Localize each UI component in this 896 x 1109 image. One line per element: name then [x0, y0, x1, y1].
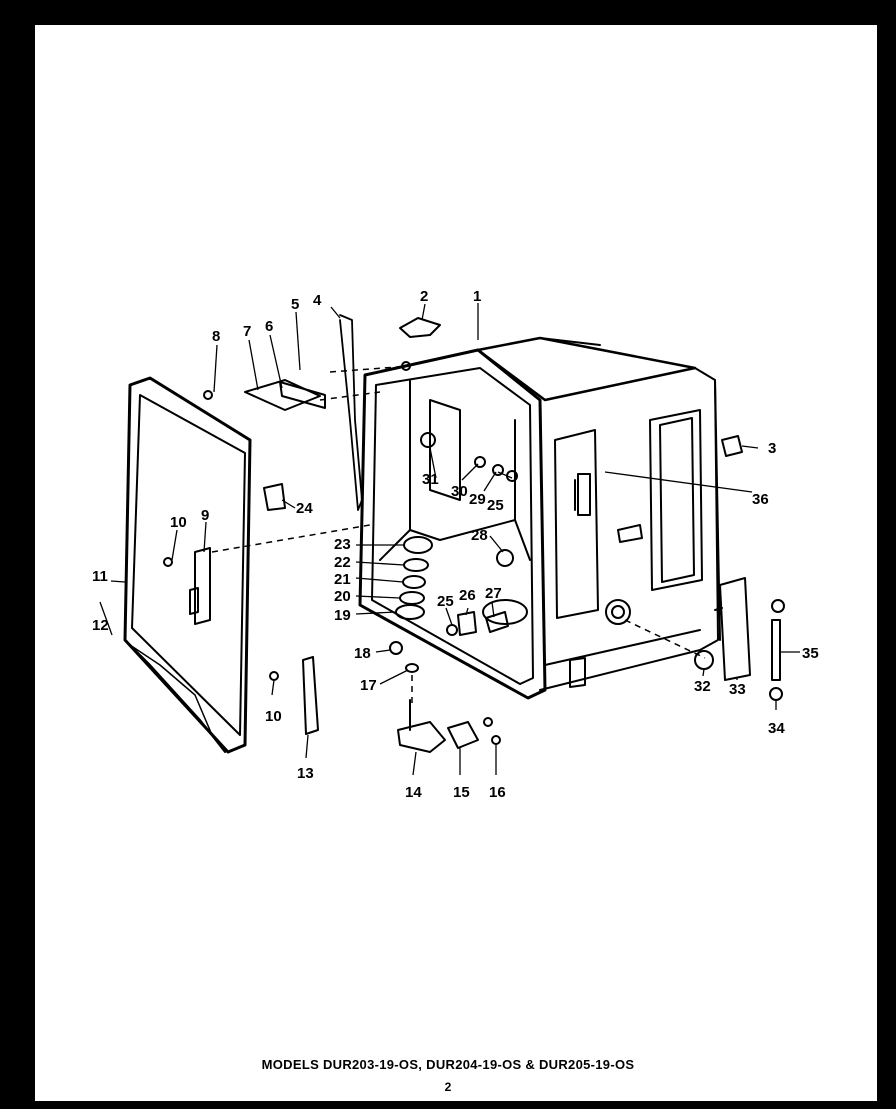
clip-part-2 [399, 317, 441, 338]
screw-8 [203, 390, 213, 400]
callout-3: 3 [768, 440, 776, 457]
callout-4: 4 [313, 292, 322, 309]
screw-16 [491, 735, 501, 745]
callout-25b: 25 [487, 497, 504, 514]
latch-part-24 [263, 483, 286, 511]
callout-36: 36 [752, 491, 769, 508]
callout-10a: 10 [170, 514, 187, 531]
door-panel [123, 376, 252, 754]
callout-32: 32 [694, 678, 711, 695]
callout-21: 21 [334, 571, 351, 588]
page-number: 2 [444, 1080, 452, 1094]
tub-assembly [358, 336, 721, 700]
part-29 [492, 464, 504, 476]
callout-6: 6 [265, 318, 273, 335]
part-34-upper [771, 599, 785, 613]
part-26 [457, 611, 477, 636]
part-34 [769, 687, 783, 701]
part-17 [405, 663, 419, 673]
callout-22: 22 [334, 554, 351, 571]
bracket-33 [719, 577, 751, 681]
callout-11: 11 [92, 568, 108, 585]
callout-20: 20 [334, 588, 351, 605]
callout-10b: 10 [265, 708, 282, 725]
callout-30: 30 [451, 483, 468, 500]
strike-part-13 [302, 656, 319, 735]
callout-2: 2 [420, 288, 428, 305]
pump-part-19 [395, 604, 425, 620]
callout-17: 17 [360, 677, 377, 694]
part-31 [420, 432, 436, 448]
callout-labels: 1 2 3 4 5 6 7 8 9 10 10 11 12 13 14 15 1… [92, 288, 819, 801]
callout-34: 34 [768, 720, 785, 737]
scan-edge-mark [881, 570, 884, 660]
callout-33: 33 [729, 681, 746, 698]
callout-14: 14 [405, 784, 422, 801]
pump-part-23 [403, 536, 433, 554]
callout-26: 26 [459, 587, 476, 604]
pump-part-22 [403, 558, 429, 572]
callout-19: 19 [334, 607, 351, 624]
callout-29: 29 [469, 491, 486, 508]
callout-23: 23 [334, 536, 351, 553]
callout-28: 28 [471, 527, 488, 544]
screw-15 [483, 717, 493, 727]
part-27 [485, 611, 509, 633]
callout-7: 7 [243, 323, 251, 340]
callout-25a: 25 [437, 593, 454, 610]
part-28 [496, 549, 514, 567]
hinge-6 [279, 381, 326, 409]
bracket-part-3 [721, 435, 743, 457]
callout-9: 9 [201, 507, 209, 524]
part-30 [474, 456, 486, 468]
callout-35: 35 [802, 645, 819, 662]
bracket-15 [447, 721, 479, 749]
callout-1: 1 [473, 288, 481, 305]
callout-16: 16 [489, 784, 506, 801]
screw-10a [163, 557, 173, 567]
callout-12: 12 [92, 617, 109, 634]
pump-part-21 [402, 575, 426, 589]
callout-18: 18 [354, 645, 371, 662]
callout-13: 13 [297, 765, 314, 782]
latch-plate [194, 547, 211, 625]
callout-31: 31 [422, 471, 439, 488]
part-32 [694, 650, 714, 670]
diagram-sheet [35, 25, 877, 1101]
callout-24: 24 [296, 500, 313, 517]
screw-10b [269, 671, 279, 681]
part-18 [389, 641, 403, 655]
hinge-7 [244, 379, 321, 411]
callout-8: 8 [212, 328, 220, 345]
part-25-lower [446, 624, 458, 636]
callout-5: 5 [291, 296, 299, 313]
models-caption: MODELS DUR203-19-OS, DUR204-19-OS & DUR2… [261, 1057, 635, 1072]
callout-15: 15 [453, 784, 470, 801]
door-cable [129, 644, 213, 736]
callout-27: 27 [485, 585, 502, 602]
gasket-strip [339, 314, 363, 511]
pump-part-20 [399, 591, 425, 605]
hinge-base-14 [397, 721, 446, 753]
latch-slot [189, 587, 199, 615]
tube-35 [771, 619, 781, 681]
scan-edge-mark [881, 280, 884, 340]
